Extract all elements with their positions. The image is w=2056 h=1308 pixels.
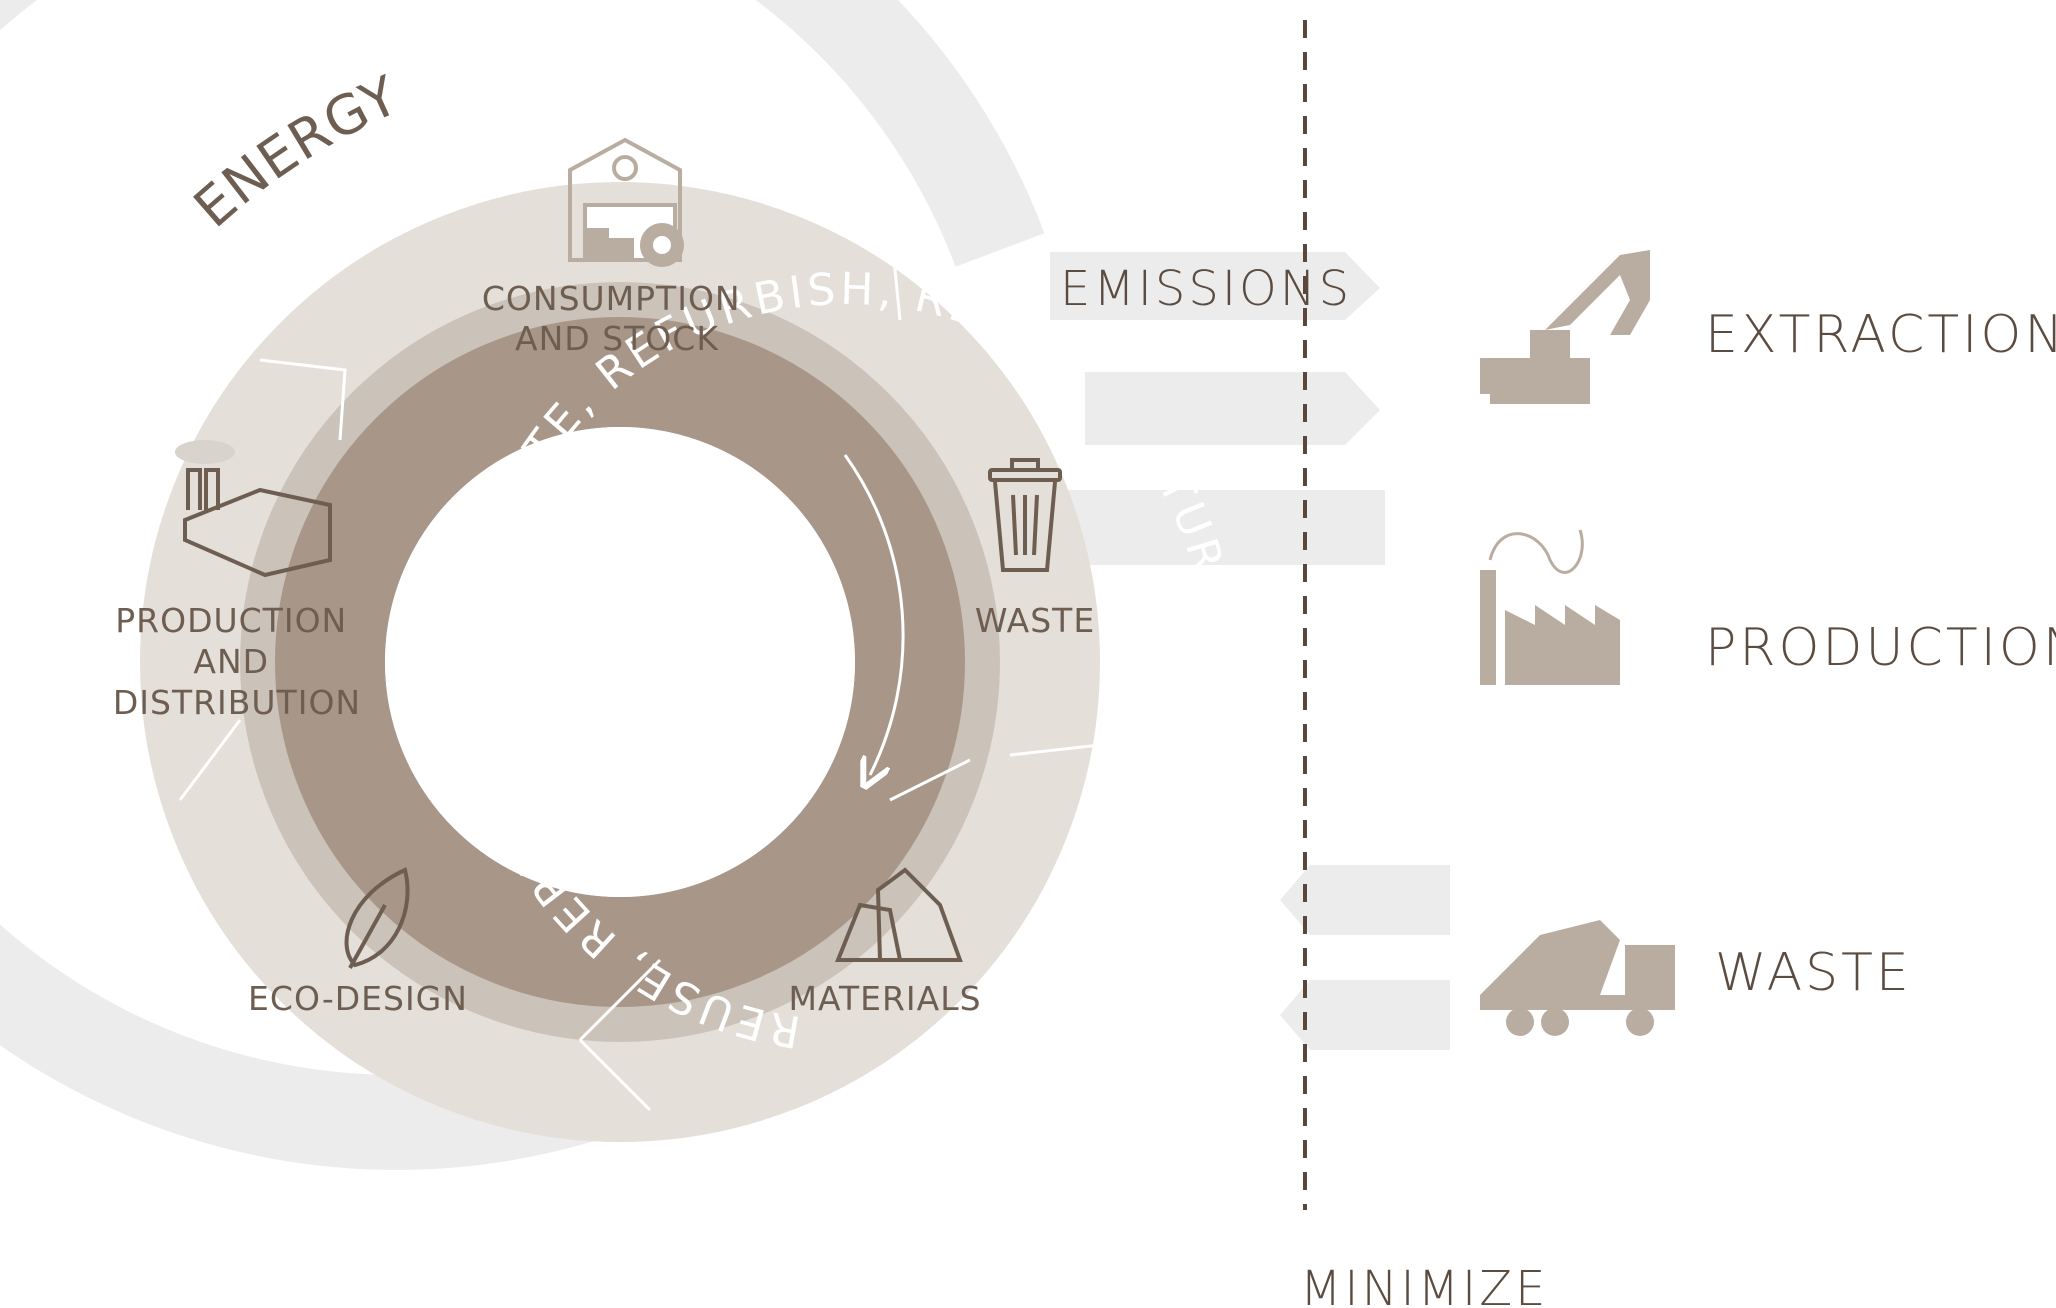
waste-arrow-top [1280, 865, 1450, 935]
minimize-label: MINIMIZE [1300, 1261, 1548, 1308]
factory-icon [175, 440, 332, 578]
emissions-arrow-mid [1085, 372, 1380, 445]
leaf-icon [344, 867, 410, 969]
emissions-arrows [1050, 252, 1380, 445]
production-right-label: PRODUCTION [1705, 618, 2056, 678]
emissions-label: EMISSIONS [1060, 261, 1352, 317]
eco-design-label: ECO-DESIGN [248, 979, 468, 1018]
emissions-arrow-top [1050, 252, 1380, 320]
production-label: PRODUCTION AND DISTRIBUTION [113, 601, 361, 722]
extraction-label: EXTRACTION [1705, 305, 2056, 365]
excavator-icon [1480, 250, 1650, 404]
factory-smoke-icon [1480, 529, 1620, 685]
dump-truck-icon [1480, 920, 1675, 1036]
waste-return-arrows [1280, 865, 1450, 1050]
segment-dividers [178, 219, 1101, 1112]
warehouse-icon [568, 137, 684, 267]
materials-label: MATERIALS [788, 979, 981, 1018]
waste-label: WASTE [975, 601, 1095, 640]
waste-right-label: WASTE [1715, 943, 1912, 1003]
trash-can-icon [988, 458, 1062, 572]
waste-arrow-bottom [1280, 980, 1450, 1050]
consumption-label: CONSUMPTION AND STOCK [482, 279, 752, 358]
energy-label: ENERGY [182, 64, 408, 240]
rocks-icon [835, 867, 963, 962]
ring-arrow [843, 454, 905, 775]
